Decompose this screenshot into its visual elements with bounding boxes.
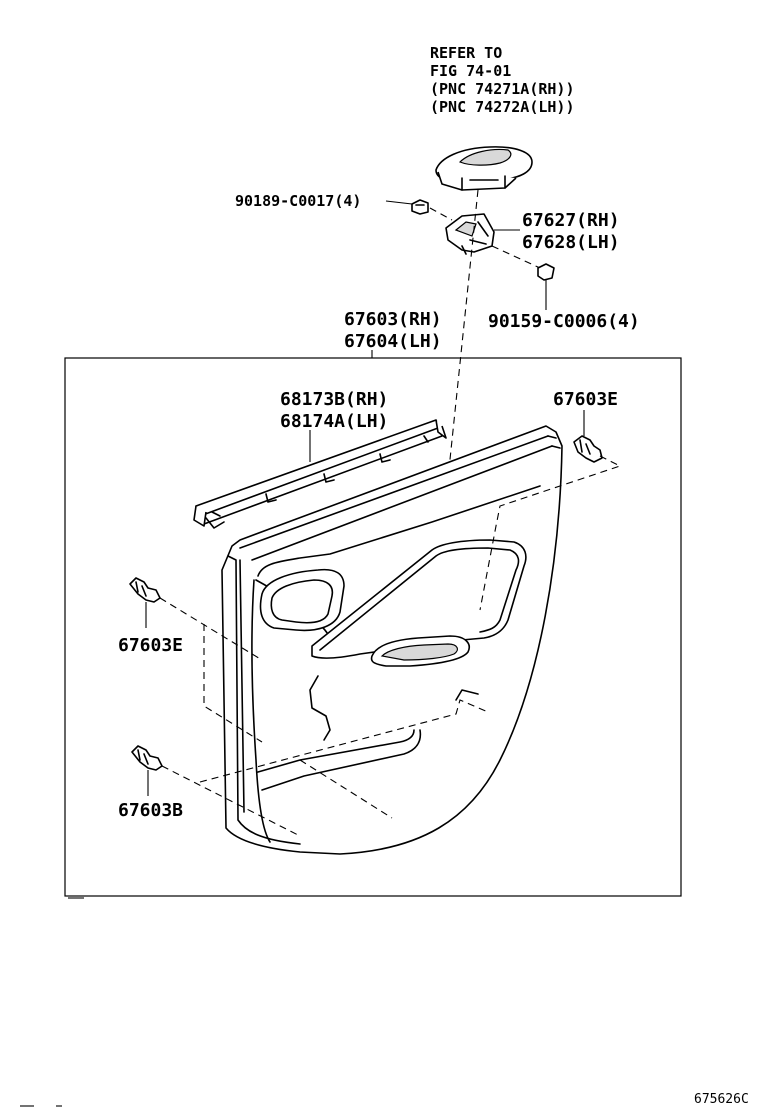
label-screw-90189: 90189-C0017(4) [235,192,361,210]
refer-line-3: (PNC 74271A(RH)) [430,80,575,98]
dashline-bracket-screw [491,245,541,269]
dashline-screw-bracket [429,207,453,221]
label-clip-left: 67603E [118,635,183,656]
label-bracket-lh: 67628(LH) [522,232,620,253]
bracket-part[interactable] [445,213,495,255]
label-screw-90159: 90159-C0006(4) [488,311,640,332]
dashline-clip-left-b [203,624,263,743]
dashline-clip-right [479,455,622,611]
screw-90189-part[interactable] [411,199,429,215]
dashline-clip-bottom-b [199,699,489,783]
label-clip-bottom: 67603B [118,800,183,821]
refer-callout: REFER TO FIG 74-01 (PNC 74271A(RH)) (PNC… [430,44,575,116]
figure-code: 675626C [694,1092,749,1107]
refer-line-1: REFER TO [430,44,502,62]
weatherstrip-part[interactable] [193,419,447,529]
clip-bottom-part[interactable] [131,745,163,771]
clip-left-part[interactable] [129,577,161,603]
dashline-clip-left-a [159,597,263,661]
label-clip-right: 67603E [553,389,618,410]
label-panel-rh: 67603(RH) [344,309,442,330]
armrest-cover-part[interactable] [435,146,533,191]
armrest-pull-part[interactable] [311,539,527,667]
label-weatherstrip-lh: 68174A(LH) [280,411,388,432]
label-weatherstrip-rh: 68173B(RH) [280,389,388,410]
label-panel-lh: 67604(LH) [344,331,442,352]
clip-right-part[interactable] [573,435,603,463]
inner-handle-bezel-part[interactable] [259,568,345,632]
refer-line-2: FIG 74-01 [430,62,511,80]
leader-screw-90189 [385,200,413,205]
dashline-clip-bottom-a [161,765,301,837]
refer-line-4: (PNC 74272A(LH)) [430,98,575,116]
screw-90159-part[interactable] [537,263,555,281]
label-bracket-rh: 67627(RH) [522,210,620,231]
assembly-frame [64,357,682,897]
dashline-clip-bottom-c [299,759,393,819]
